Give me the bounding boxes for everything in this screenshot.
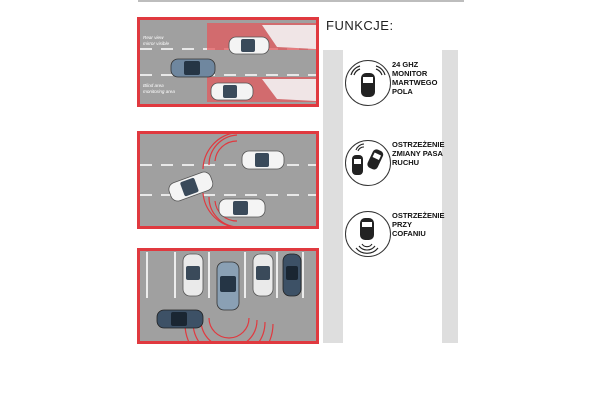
feature-blind-spot: 24 GHZ MONITOR MARTWEGO POLA: [345, 60, 460, 110]
white-car-bottom: [218, 198, 266, 218]
reverse-warning-panel: [137, 248, 319, 344]
svg-text:monitoring area: monitoring area: [143, 89, 175, 94]
svg-text:Blind area: Blind area: [143, 83, 164, 88]
reverse-warning-icon: [345, 211, 391, 257]
feature-label: OSTRZEŻENIE ZMIANY PASA RUCHU: [392, 140, 445, 167]
white-car-bottom: [210, 82, 254, 101]
feature-label: 24 GHZ MONITOR MARTWEGO POLA: [392, 60, 438, 96]
rear-view-label-line1: Rear view: [143, 35, 164, 40]
feature-lane-change: OSTRZEŻENIE ZMIANY PASA RUCHU: [345, 140, 460, 190]
lane-change-warning-icon: [345, 140, 391, 186]
lane-change-panel: [137, 131, 319, 229]
features-title: FUNKCJE:: [326, 18, 394, 33]
white-car-top: [228, 36, 270, 55]
parked-car-1: [182, 253, 204, 297]
top-divider: [138, 0, 464, 2]
blind-area-label-line2: monitoring area: [143, 89, 175, 94]
svg-text:Rear view: Rear view: [143, 35, 164, 40]
left-strip: [323, 50, 343, 343]
parked-car-2: [252, 253, 274, 297]
parked-car-3: [282, 253, 302, 297]
passing-car: [156, 309, 204, 329]
rear-view-label-line2: mirror visible: [143, 41, 169, 46]
feature-reverse: OSTRZEŻENIE PRZY COFANIU: [345, 211, 460, 261]
feature-label: OSTRZEŻENIE PRZY COFANIU: [392, 211, 445, 238]
white-car-top: [241, 150, 285, 170]
reversing-car: [216, 261, 240, 311]
blind-area-label-line1: Blind area: [143, 83, 164, 88]
svg-text:mirror visible: mirror visible: [143, 41, 169, 46]
white-car-changing-lane: [168, 171, 214, 202]
right-strip: [442, 50, 458, 343]
blue-car-middle: [170, 58, 216, 78]
blind-spot-monitor-icon: [345, 60, 391, 106]
blind-spot-panel: Rear view mirror visible Blind area moni…: [137, 17, 319, 107]
